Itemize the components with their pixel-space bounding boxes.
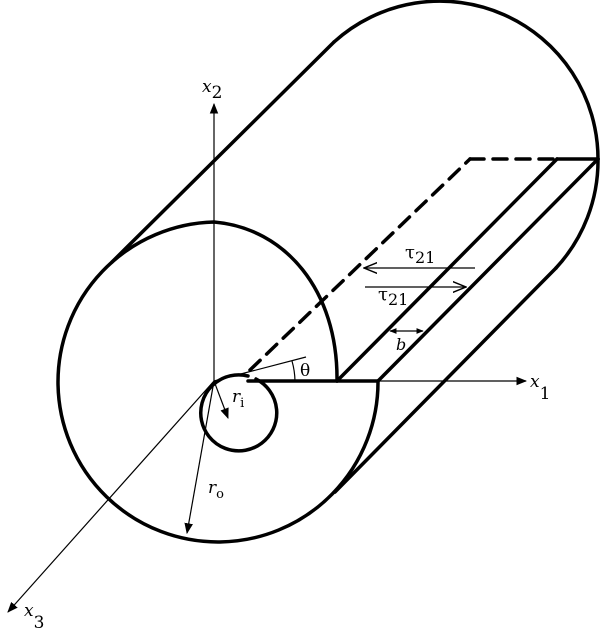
x1-label: x1 [530,372,550,404]
x3-label: x3 [24,601,44,633]
front-face-outer-arc [56,220,380,544]
outer-radius-label: ro [208,478,224,502]
crack-face-line [335,157,559,383]
tau-lower-label: τ21 [378,284,408,309]
x2-label: x2 [202,77,222,103]
cylinder-bottom-edge [333,266,558,494]
crack-face-line [376,157,600,383]
back-face-arc [332,0,600,161]
hidden-crack-tip-line [248,157,472,372]
x3-axis [7,380,215,613]
cylinder-top-edge [110,40,336,264]
tau-upper-label: τ21 [405,242,435,267]
angle-arc [291,360,296,382]
angle-ray [213,356,307,382]
back-face-lower-arc [554,157,600,270]
ligament-label: b [396,335,406,354]
inner-radius-arrow [213,380,229,420]
inner-radius-label: ri [232,387,244,411]
outer-radius-arrow [184,380,215,535]
angle-label: θ [300,361,310,381]
